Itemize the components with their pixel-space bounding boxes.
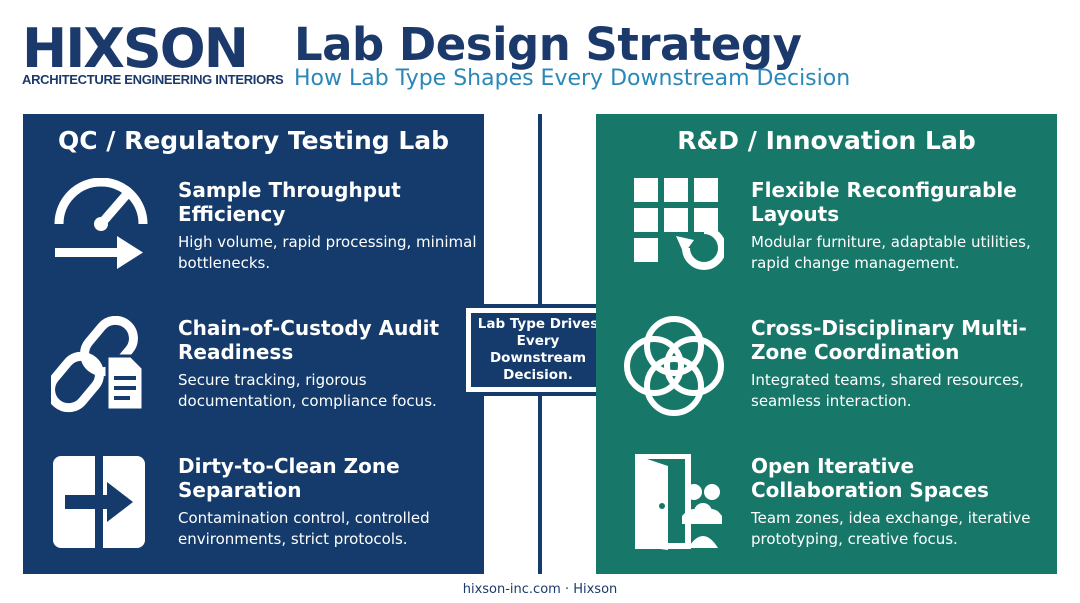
rnd-item-description: Team zones, idea exchange, iterative pro… [751,509,1031,548]
qc-regulatory-panel: QC / Regulatory Testing Lab Sample Throu… [23,114,484,574]
qc-item-description: Contamination control, controlled enviro… [178,509,430,548]
rnd-innovation-panel: R&D / Innovation Lab Flexible Reconfigur… [596,114,1057,574]
rnd-panel-title: R&D / Innovation Lab [677,126,976,155]
qc-item-title: Chain-of-Custody Audit Readiness [178,316,440,364]
qc-item-description: High volume, rapid processing, minimal b… [178,233,477,272]
rnd-item-cross-disciplinary: Cross-Disciplinary Multi-Zone Coordinati… [596,316,1057,436]
rnd-item-flexible-layouts: Flexible Reconfigurable Layouts Modular … [596,178,1057,298]
rnd-item-description: Integrated teams, shared resources, seam… [751,371,1024,410]
speedometer-arrow-icon [51,177,151,278]
qc-item-chain-of-custody: Chain-of-Custody Audit Readiness Secure … [23,315,484,436]
rnd-item-title: Cross-Disciplinary Multi-Zone Coordinati… [751,316,1027,364]
grid-refresh-icon [624,178,726,278]
chain-document-icon [46,315,151,416]
qc-item-title: Dirty-to-Clean Zone Separation [178,454,400,502]
hixson-logo-tagline: ARCHITECTURE ENGINEERING INTERIORS [22,72,284,87]
page-title: Lab Design Strategy [294,18,802,71]
page-subtitle: How Lab Type Shapes Every Downstream Dec… [294,66,851,91]
rnd-item-title: Open Iterative Collaboration Spaces [751,454,989,502]
center-badge: Lab Type Drives Every Downstream Decisio… [462,304,614,396]
qc-panel-title: QC / Regulatory Testing Lab [57,126,450,155]
rnd-item-collaboration: Open Iterative Collaboration Spaces Team… [596,453,1057,574]
qc-item-description: Secure tracking, rigorous documentation,… [178,371,437,410]
center-badge-text: Lab Type Drives Every Downstream Decisio… [471,313,605,387]
open-door-team-icon [624,453,724,554]
qc-item-throughput: Sample Throughput Efficiency High volume… [23,177,484,298]
rnd-item-description: Modular furniture, adaptable utilities, … [751,233,1031,272]
footer-credit: hixson-inc.com · Hixson [462,582,618,597]
overlapping-circles-icon [624,316,724,416]
qc-item-title: Sample Throughput Efficiency [178,178,401,226]
qc-item-zone-separation: Dirty-to-Clean Zone Separation Contamina… [23,454,484,574]
hixson-logo-wordmark: HIXSON [22,17,249,80]
rnd-item-title: Flexible Reconfigurable Layouts [751,178,1017,226]
zone-separation-arrow-icon [51,454,151,554]
